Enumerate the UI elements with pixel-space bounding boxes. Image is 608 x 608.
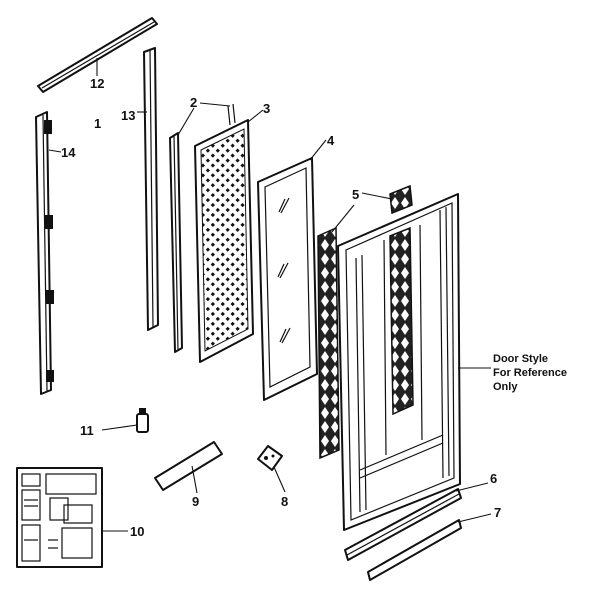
reference-note-line-3: Only [493,381,518,393]
part-13-latch-stile [143,47,159,331]
label-part-7: 7 [494,505,501,520]
part-11-touch-up-bottle [136,408,149,433]
label-part-8: 8 [281,494,288,509]
label-part-4: 4 [327,133,335,148]
door-reference [337,193,461,531]
label-part-12: 12 [90,76,104,91]
part-5-decorative-insert-left [317,226,340,460]
part-5-decorative-insert-right [389,184,413,215]
part-14-hinge-stile [35,111,54,395]
label-part-6: 6 [490,471,497,486]
label-part-9: 9 [192,494,199,509]
part-3-screen-panel [194,119,254,363]
part-8-hardware-plate [257,445,283,471]
label-part-14: 14 [61,145,76,160]
reference-note-line-2: For Reference [493,367,567,379]
part-2-weatherstrip [169,103,236,353]
label-part-1: 1 [94,116,101,131]
part-12-top-rail [37,17,158,93]
part-6-bottom-expander [344,488,462,561]
label-part-3: 3 [263,101,270,116]
part-labels: 12 1 13 14 2 3 4 5 6 7 8 9 10 11 [61,76,501,539]
label-part-5: 5 [352,187,359,202]
label-part-2: 2 [190,95,197,110]
label-part-13: 13 [121,108,135,123]
label-part-10: 10 [130,524,144,539]
part-9-wood-block [154,441,223,491]
callout-leaders [48,58,492,532]
part-10-instruction-sheet [16,467,103,568]
part-4-glass-panel [257,157,318,401]
reference-note-line-1: Door Style [493,353,548,365]
door-style-reference-note: Door Style For Reference Only [493,353,567,393]
label-part-11: 11 [80,423,94,438]
part-7-sweep [367,519,462,581]
